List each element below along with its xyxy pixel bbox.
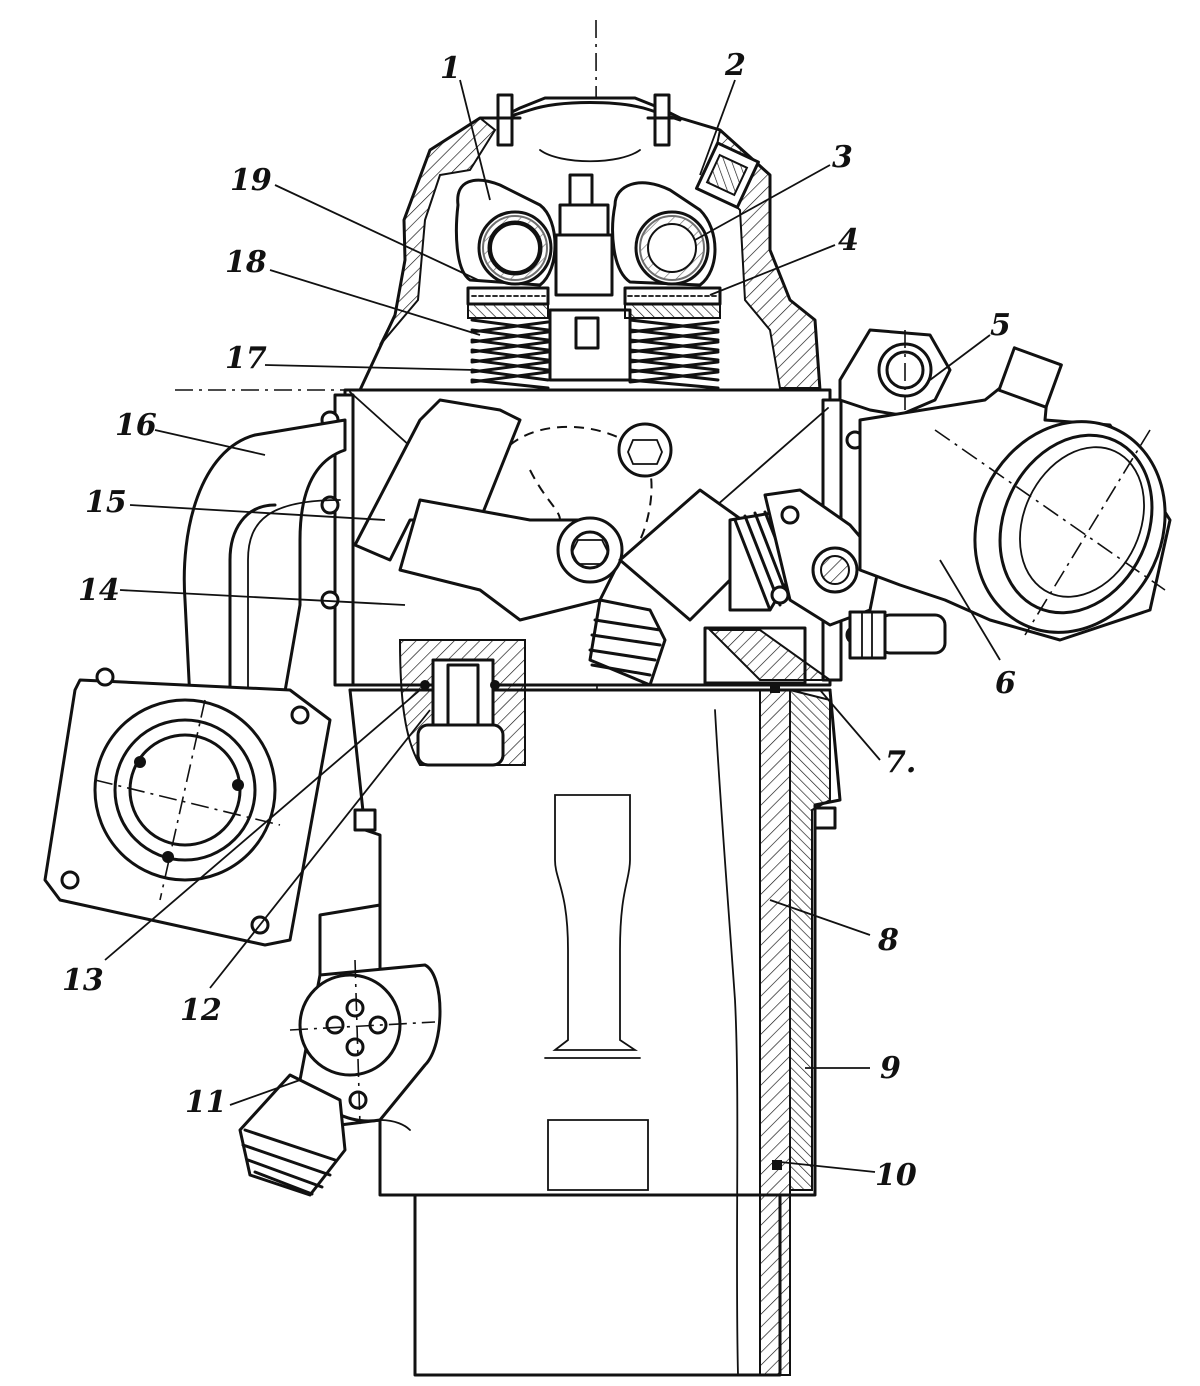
callout-5: 5 xyxy=(990,308,1011,343)
air-duct xyxy=(182,418,347,722)
spring-retainer-right xyxy=(623,286,722,319)
callout-18: 18 xyxy=(225,245,267,280)
spring-retainer-left xyxy=(466,286,550,319)
inlet-pipe-inclined xyxy=(588,488,802,687)
callout-8: 8 xyxy=(877,923,899,958)
callout-4: 4 xyxy=(838,223,859,258)
callout-3: 3 xyxy=(832,140,853,175)
leader-lines xyxy=(104,79,1001,1173)
head-stud-section xyxy=(398,639,526,767)
callout-10: 10 xyxy=(875,1158,917,1193)
callout-12: 12 xyxy=(180,993,222,1028)
central-stud-nut xyxy=(548,173,632,382)
right-fitting xyxy=(848,610,947,660)
callout-19: 19 xyxy=(230,163,272,198)
callout-6: 6 xyxy=(995,666,1016,701)
callout-15: 15 xyxy=(85,485,127,520)
callout-1: 1 xyxy=(440,51,461,86)
duct-flange xyxy=(43,667,332,947)
callout-14: 14 xyxy=(78,573,120,608)
valve-spring-left xyxy=(470,318,550,390)
callout-7: 7. xyxy=(885,745,916,780)
rocker-arm-left xyxy=(454,178,557,287)
callout-11: 11 xyxy=(185,1085,227,1120)
callout-17: 17 xyxy=(225,341,267,376)
cover-plug xyxy=(694,141,760,209)
exhaust-bracket xyxy=(838,328,952,417)
lower-fitting xyxy=(238,903,442,1197)
cylinder-liner xyxy=(413,626,834,1377)
callout-labels: 1 2 3 4 5 6 7. 8 9 10 11 12 13 14 15 16 … xyxy=(62,48,1016,1193)
callout-13: 13 xyxy=(62,963,104,998)
callout-9: 9 xyxy=(880,1051,901,1086)
rocker-arm-right xyxy=(611,181,717,287)
injector-body xyxy=(353,398,673,622)
callout-2: 2 xyxy=(724,48,746,83)
callout-16: 16 xyxy=(115,408,157,443)
valve-spring-right xyxy=(628,318,720,390)
right-lever xyxy=(763,488,882,627)
exhaust-pipe xyxy=(858,346,1172,642)
